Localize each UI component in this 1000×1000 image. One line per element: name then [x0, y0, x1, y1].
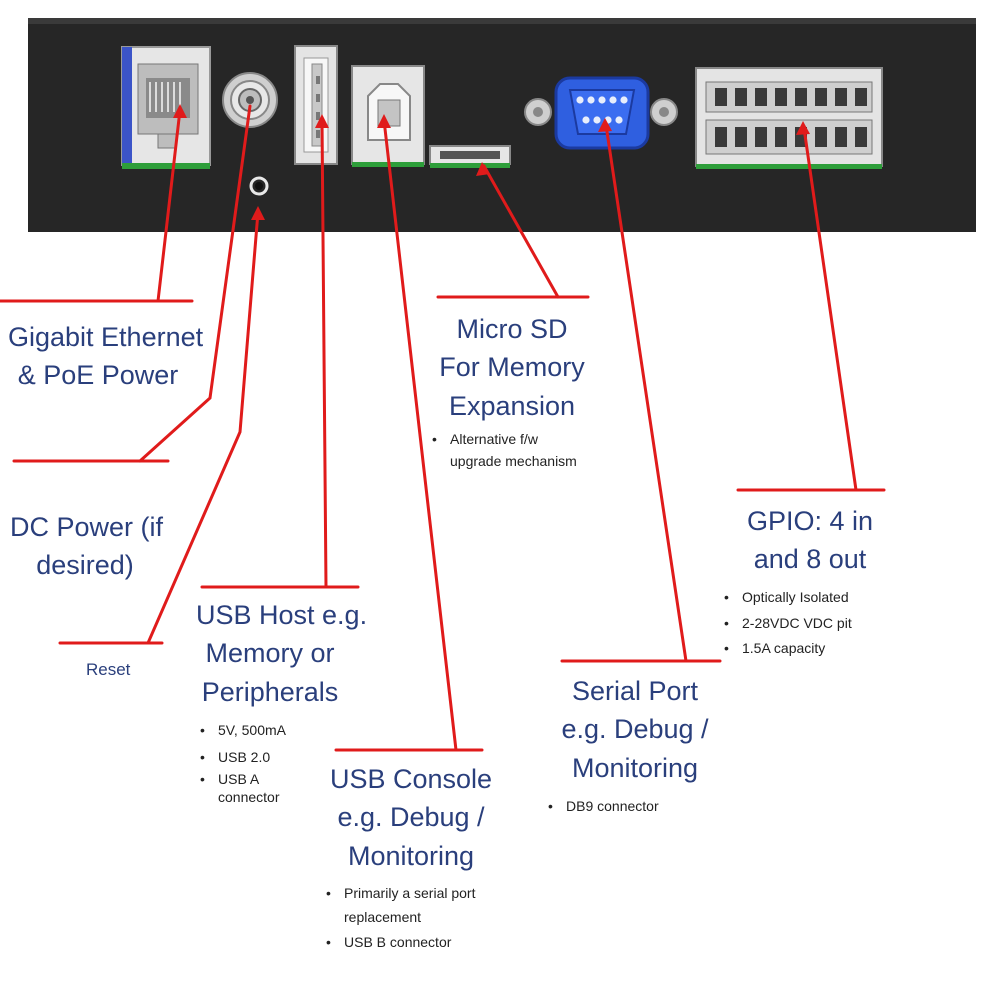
serial-title-line: Serial Port [571, 676, 699, 706]
gpio-bullets: Optically Isolated 2-28VDC VDC pit 1.5A … [720, 585, 900, 663]
usb-a-icon [294, 45, 338, 165]
usb-host-label: USB Host e.g. Memory or Peripherals 5V, … [196, 596, 368, 807]
reset-label: Reset [86, 660, 131, 679]
micro-sd-label: Micro SD For Memory Expansion Alternativ… [428, 310, 596, 472]
micro-sd-title-line: Expansion [448, 390, 576, 421]
device-panel-top-edge [28, 18, 976, 24]
gpio-bullet: Optically Isolated [720, 585, 900, 611]
dc-power-leader-line [12, 104, 252, 463]
usb-host-title-line: USB Host e.g. [196, 600, 368, 630]
gpio-leader-line [736, 126, 886, 492]
serial-leader-line [560, 123, 722, 663]
micro-sd-leader-line [436, 164, 590, 299]
usb-console-title-line: e.g. Debug / [337, 802, 485, 833]
db9-connector-icon [524, 76, 678, 150]
ethernet-title-line: Gigabit Ethernet [8, 322, 204, 352]
serial-title-line: e.g. Debug / [561, 714, 709, 745]
serial-bullets: DB9 connector [544, 793, 730, 820]
micro-sd-title-line: For Memory [439, 352, 585, 383]
usb-host-bullet: 5V, 500mA [196, 717, 344, 744]
usb-host-title-line: Peripherals [201, 676, 339, 707]
gpio-bullet: 2-28VDC VDC pit [720, 611, 900, 637]
sd-slot-icon [429, 145, 511, 168]
pinhole-icon [249, 176, 269, 196]
reset-arrowhead [251, 206, 265, 220]
micro-sd-arrowhead [476, 162, 490, 176]
rj45-jack-icon [121, 46, 211, 169]
serial-bullet: DB9 connector [544, 793, 730, 820]
ethernet-label: Gigabit Ethernet & PoE Power [8, 318, 204, 395]
usb-host-bullet: USB 2.0 [196, 744, 344, 771]
ethernet-leader-line [0, 108, 194, 303]
usb-console-arrowhead [377, 114, 391, 128]
dc-power-label: DC Power (if desired) [10, 508, 164, 585]
usb-console-label: USB Console e.g. Debug / Monitoring Prim… [322, 760, 500, 954]
barrel-jack-icon [222, 72, 278, 128]
reset-leader-line [58, 210, 260, 645]
serial-title-line: Monitoring [571, 752, 699, 783]
gpio-title-line: GPIO: 4 in [746, 506, 874, 536]
ethernet-title-line: & PoE Power [17, 360, 179, 391]
micro-sd-title-line: Micro SD [456, 314, 568, 344]
usb-console-title-line: Monitoring [347, 840, 475, 871]
serial-arrowhead [598, 118, 612, 132]
gpio-title-line: and 8 out [753, 544, 867, 575]
serial-label: Serial Port e.g. Debug / Monitoring DB9 … [540, 672, 730, 820]
ethernet-arrowhead [173, 104, 187, 118]
usb-host-arrowhead [315, 114, 329, 128]
gpio-arrowhead [796, 121, 810, 135]
dc-power-title-line: desired) [36, 550, 134, 581]
usb-console-title-line: USB Console [329, 764, 493, 794]
gpio-bullet: 1.5A capacity [720, 636, 900, 662]
gpio-label: GPIO: 4 in and 8 out Optically Isolated … [720, 502, 900, 662]
usb-console-bullet: USB B connector [322, 930, 500, 955]
usb-host-title-line: Memory or [205, 638, 335, 669]
terminal-block-icon [695, 67, 883, 169]
dc-power-title-line: DC Power (if [10, 512, 164, 542]
usb-console-leader-line [334, 118, 484, 752]
usb-host-leader-line [200, 118, 360, 589]
